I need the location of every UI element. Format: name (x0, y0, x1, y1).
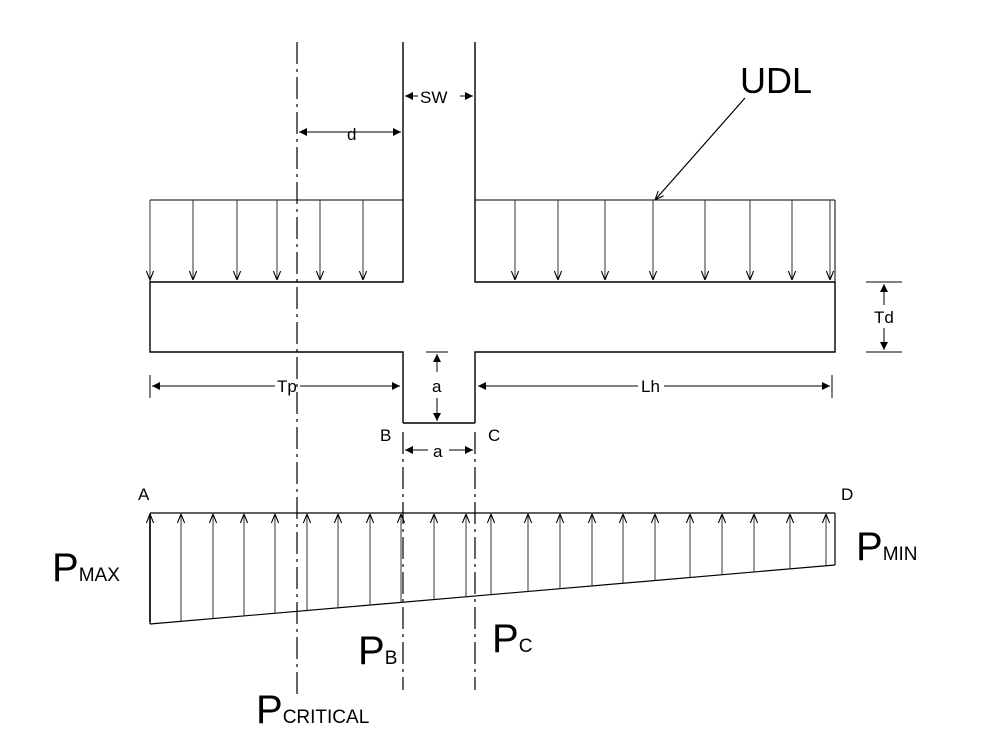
point-a-label: A (138, 485, 150, 504)
udl-arrows (150, 200, 830, 280)
point-d-label: D (841, 485, 853, 504)
udl-load-right (474, 199, 836, 282)
pmin-label: PMIN (856, 525, 918, 569)
pcritical-label: PCRITICAL (256, 688, 369, 732)
tp-label: Tp (277, 377, 297, 396)
udl-pointer-arrow (655, 97, 746, 200)
udl-label: UDL (740, 60, 812, 101)
pmax-label: PMAX (52, 546, 120, 590)
point-c-label: C (488, 426, 500, 445)
pressure-diagram-outline (149, 512, 836, 625)
pressure-arrows (181, 514, 826, 622)
tp-dimension (149, 375, 400, 398)
a-vertical-dimension (426, 351, 448, 421)
d-label: d (347, 125, 356, 144)
td-dimension (866, 281, 902, 353)
footing-outline (149, 42, 836, 424)
pc-label: PC (492, 617, 532, 661)
pb-label: PB (358, 629, 397, 673)
lh-label: Lh (641, 377, 660, 396)
sw-label: SW (420, 88, 447, 107)
point-b-label: B (380, 426, 391, 445)
td-label: Td (874, 308, 894, 327)
a-vertical-label: a (432, 377, 442, 396)
lh-dimension (478, 375, 833, 398)
a-horizontal-label: a (433, 442, 443, 461)
